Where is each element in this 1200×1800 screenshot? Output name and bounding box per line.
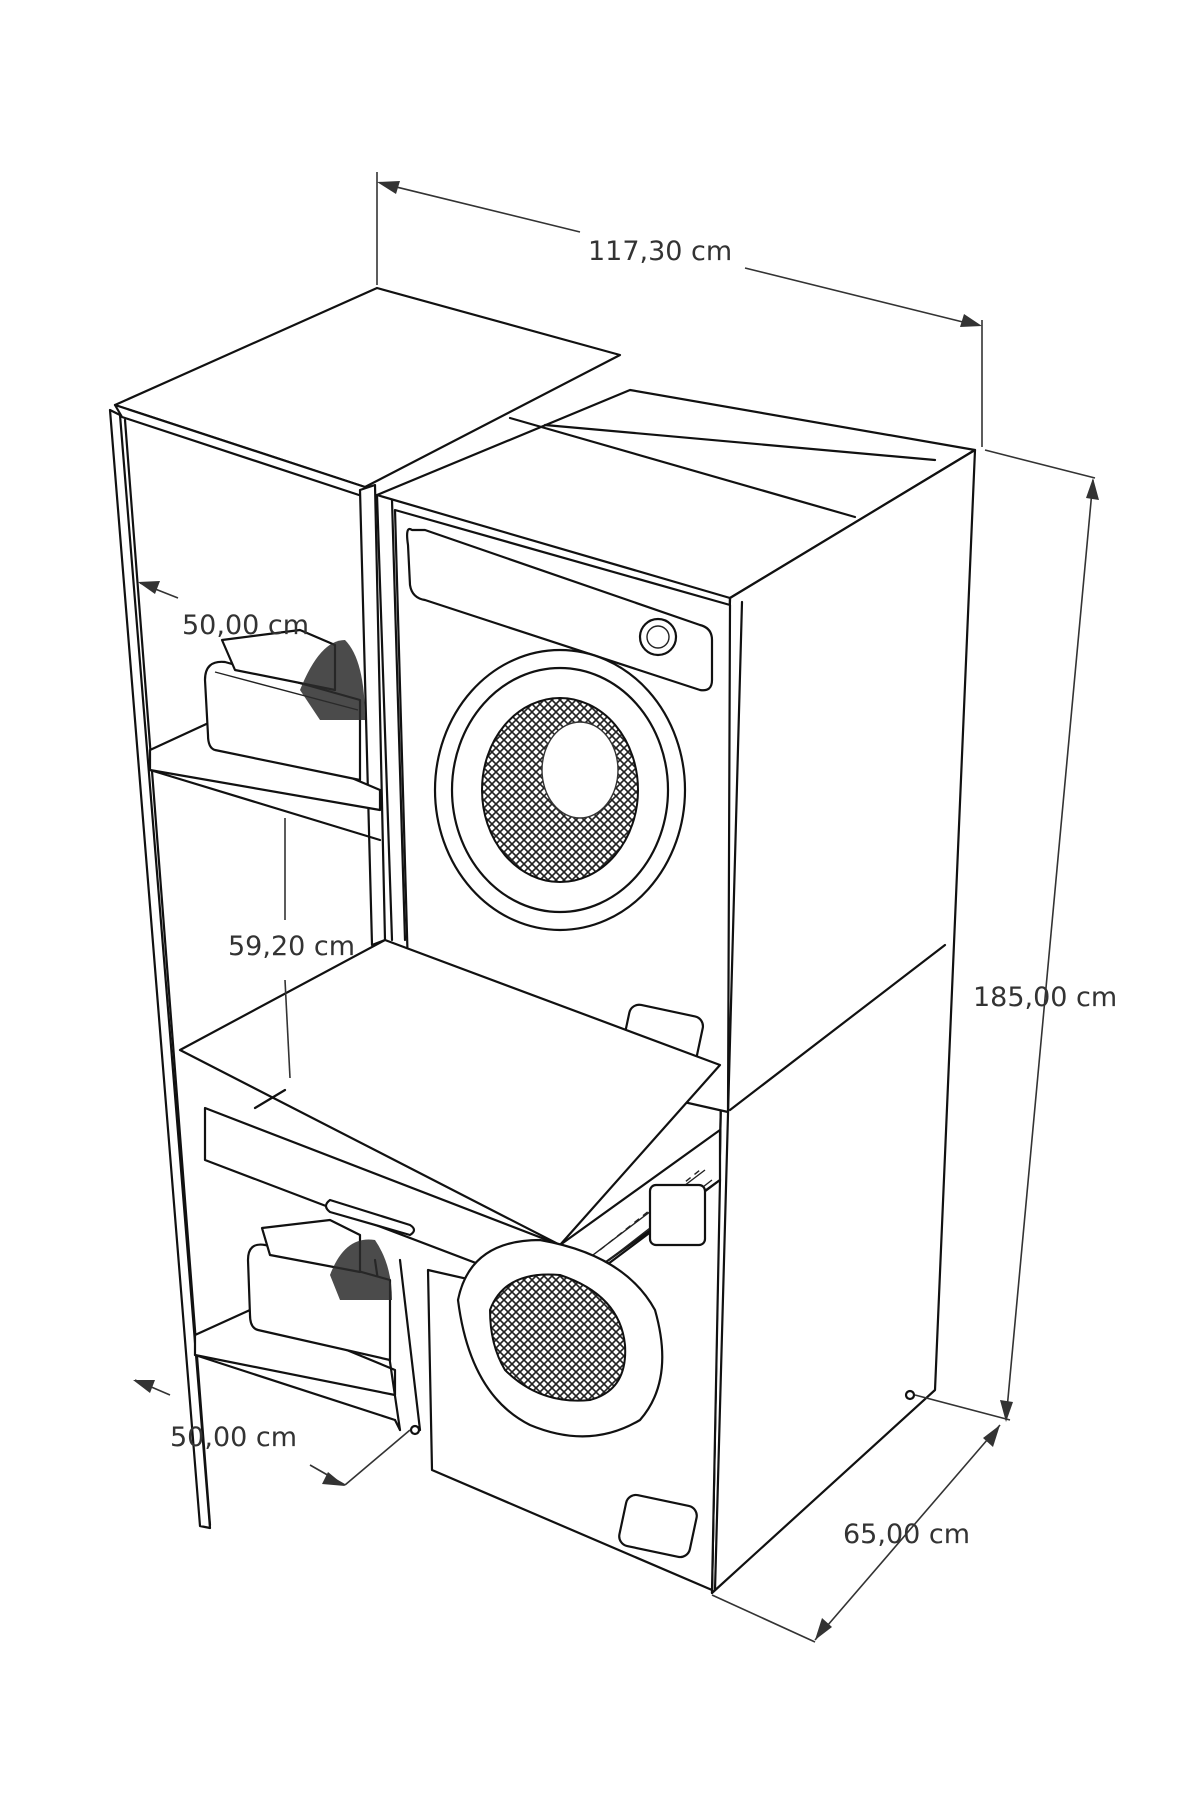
depth-label: 65,00 cm [843, 1519, 970, 1550]
shelf-depth-bottom-label: 50,00 cm [170, 1422, 297, 1453]
pull-out-shelf-icon [178, 938, 722, 1297]
shelf-width-top-label: 50,00 cm [182, 610, 309, 641]
total-width-label: 117,30 cm [588, 236, 732, 267]
total-height-label: 185,00 cm [973, 982, 1117, 1013]
washing-machine-icon [426, 1178, 722, 1592]
dimension-lines [133, 172, 1099, 1643]
dryer-icon [393, 508, 732, 1114]
shelf-unit [108, 286, 622, 1530]
laundry-basket-icon [246, 1218, 392, 1362]
shelf-height-label: 59,20 cm [228, 931, 355, 962]
laundry-basket-icon [203, 628, 365, 782]
